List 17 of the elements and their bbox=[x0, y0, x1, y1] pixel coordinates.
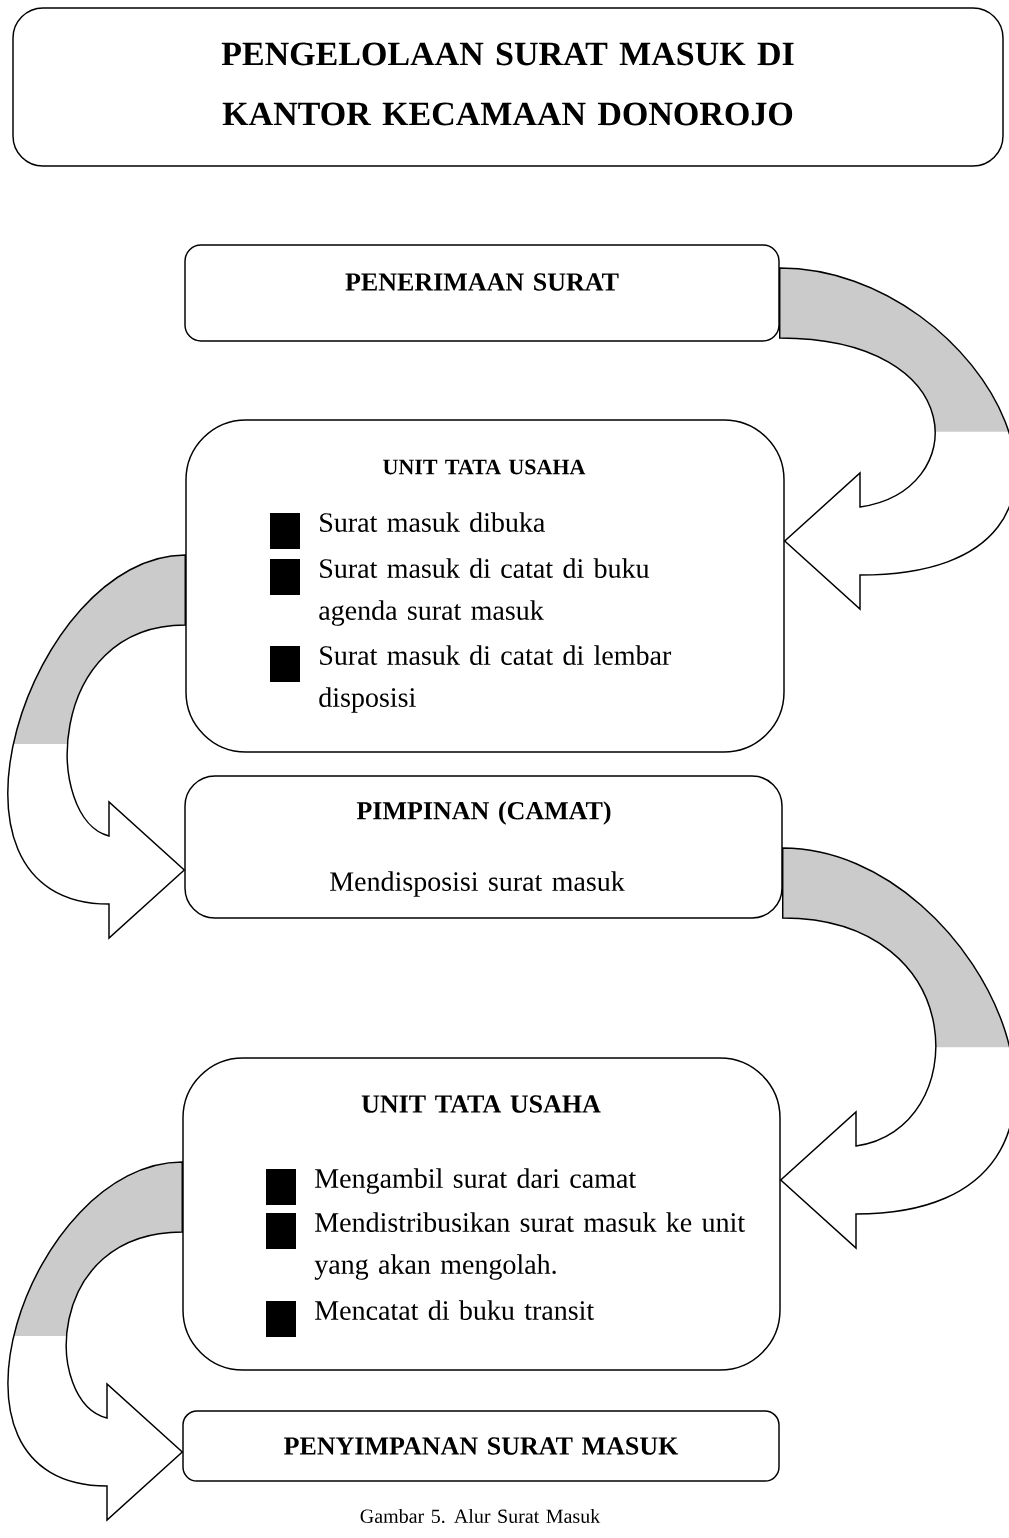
node-label: Mendistribusikan surat masuk ke unit yang akan mengolah. bbox=[314, 1212, 745, 1280]
title-box: PENGELOLAAN SURAT MASUK DI KANTOR KECAMAAN DONOROJO bbox=[12, 7, 1004, 167]
process-box: PIMPINAN (CAMAT) Mendisposisi surat masuk bbox=[184, 775, 783, 919]
node-label: Surat masuk di catat di lembar disposisi bbox=[319, 645, 672, 713]
node-label: UNIT TATA USAHA bbox=[361, 1095, 601, 1113]
node-label: Mencatat di buku transit bbox=[315, 1300, 595, 1320]
caption: Gambar 5. Alur Surat Masuk bbox=[360, 1508, 601, 1524]
process-box: UNIT TATA USAHA Mengambil surat dari camat Mendistribusikan surat masuk ke unit yang akan mengolah. Mencatat di buku transit bbox=[182, 1057, 781, 1371]
node-label: UNIT TATA USAHA bbox=[383, 459, 586, 475]
process-box: UNIT TATA USAHA Surat masuk dibuka Surat masuk di catat di buku agenda surat masuk Surat masuk di catat di lembar disposisi bbox=[185, 419, 785, 753]
node-label: Mengambil surat dari camat bbox=[315, 1168, 637, 1194]
curved-arrow bbox=[780, 847, 1009, 1249]
process-box: PENERIMAAN SURAT bbox=[184, 244, 780, 342]
process-box: PENYIMPANAN SURAT MASUK bbox=[182, 1410, 780, 1482]
curved-arrow bbox=[779, 267, 1009, 610]
node-label: Surat masuk dibuka bbox=[320, 512, 545, 532]
node-label: Surat masuk di catat di buku agenda surat masuk bbox=[319, 558, 650, 626]
